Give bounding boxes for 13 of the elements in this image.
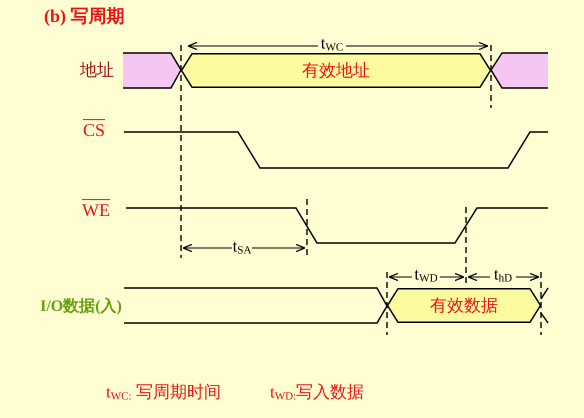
signal-name: CS — [82, 121, 106, 141]
signal-valid-hexagon: 有效数据 — [387, 288, 541, 323]
note-text: t$_{WC:}$ 写周期时间 — [106, 384, 221, 402]
note-text: t$_{WD:}$写入数据 — [270, 384, 364, 402]
signal-name: I/O数据(入) — [40, 298, 122, 316]
timing-label: t$_{WC}$ — [320, 34, 344, 54]
signal-name: WE — [82, 201, 110, 221]
timing-label: t$_{WD}$ — [414, 266, 438, 284]
diagram-title: (b) 写周期 — [44, 7, 124, 27]
signal-valid-hexagon: 有效地址 — [181, 53, 491, 88]
timing-label: t$_{SA}$ — [232, 238, 252, 256]
signal-name: 地址 — [80, 62, 114, 80]
timing-label: t$_{hD}$ — [494, 266, 512, 284]
